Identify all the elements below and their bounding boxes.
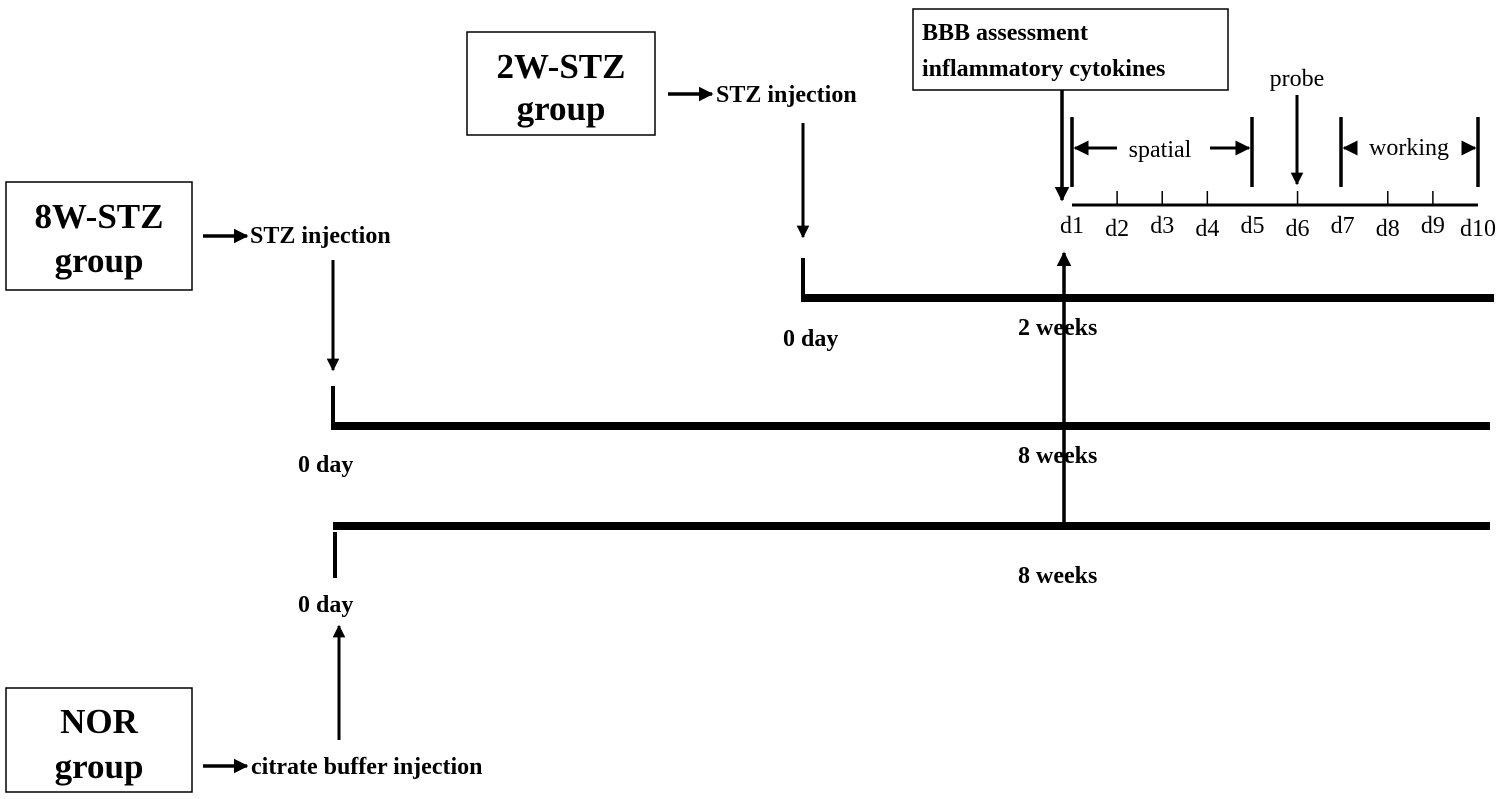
assessment-line-1: BBB assessment (922, 20, 1088, 46)
day-label-10: d10 (1460, 216, 1496, 242)
group-2w-stz-injection-label: STZ injection (716, 82, 857, 108)
group-8w-stz-title: 8W-STZ (34, 197, 163, 236)
group-8w-stz-subtitle: group (55, 241, 144, 280)
group-nor-start-label: 0 day (298, 592, 353, 618)
group-2w-stz-title: 2W-STZ (496, 47, 625, 86)
probe-label: probe (1270, 66, 1325, 92)
day-label-2: d2 (1105, 216, 1129, 242)
day-label-1: d1 (1060, 213, 1084, 239)
day-label-6: d6 (1286, 216, 1310, 242)
group-nor-box (5, 687, 193, 793)
day-ticks (1116, 191, 1434, 205)
group-8w-stz-injection-label: STZ injection (250, 223, 391, 249)
behavior-timeline: d1 d2 d3 d4 d5 d6 d7 d8 d9 d10 spatial probe work… (1060, 66, 1496, 242)
day-label-7: d7 (1331, 213, 1355, 239)
group-8w-stz-start-label: 0 day (298, 452, 353, 478)
day-label-9: d9 (1421, 213, 1445, 239)
group-2w-stz-subtitle: group (517, 89, 606, 128)
group-2w-stz-duration-label: 2 weeks (1018, 315, 1097, 341)
spatial-label: spatial (1129, 137, 1192, 163)
group-nor-subtitle: group (55, 747, 144, 786)
assessment: BBB assessment inflammatory cytokines (912, 8, 1229, 202)
group-2w-stz-start-label: 0 day (783, 326, 838, 352)
group-2w-stz: 2W-STZ group STZ injection 0 day 2 weeks (466, 31, 1494, 352)
day-label-4: d4 (1195, 216, 1219, 242)
working-label: working (1369, 135, 1449, 161)
assessment-box (912, 8, 1229, 91)
group-nor-injection-label: citrate buffer injection (251, 754, 482, 780)
day-label-8: d8 (1376, 216, 1400, 242)
assessment-line-2: inflammatory cytokines (922, 56, 1165, 82)
day-label-3: d3 (1150, 213, 1174, 239)
group-8w-stz: 8W-STZ group STZ injection 0 day 8 weeks (5, 181, 1490, 478)
group-8w-stz-box (5, 181, 193, 291)
day-label-5: d5 (1240, 213, 1264, 239)
group-8w-stz-duration-label: 8 weeks (1018, 443, 1097, 469)
group-2w-stz-box (466, 31, 656, 136)
group-nor-duration-label: 8 weeks (1018, 563, 1097, 589)
day-labels: d1 d2 d3 d4 d5 d6 d7 d8 d9 d10 (1060, 213, 1496, 242)
group-nor-title: NOR (60, 702, 139, 741)
group-nor: 8 weeks 0 day NOR group citrate buffer i… (5, 522, 1490, 793)
